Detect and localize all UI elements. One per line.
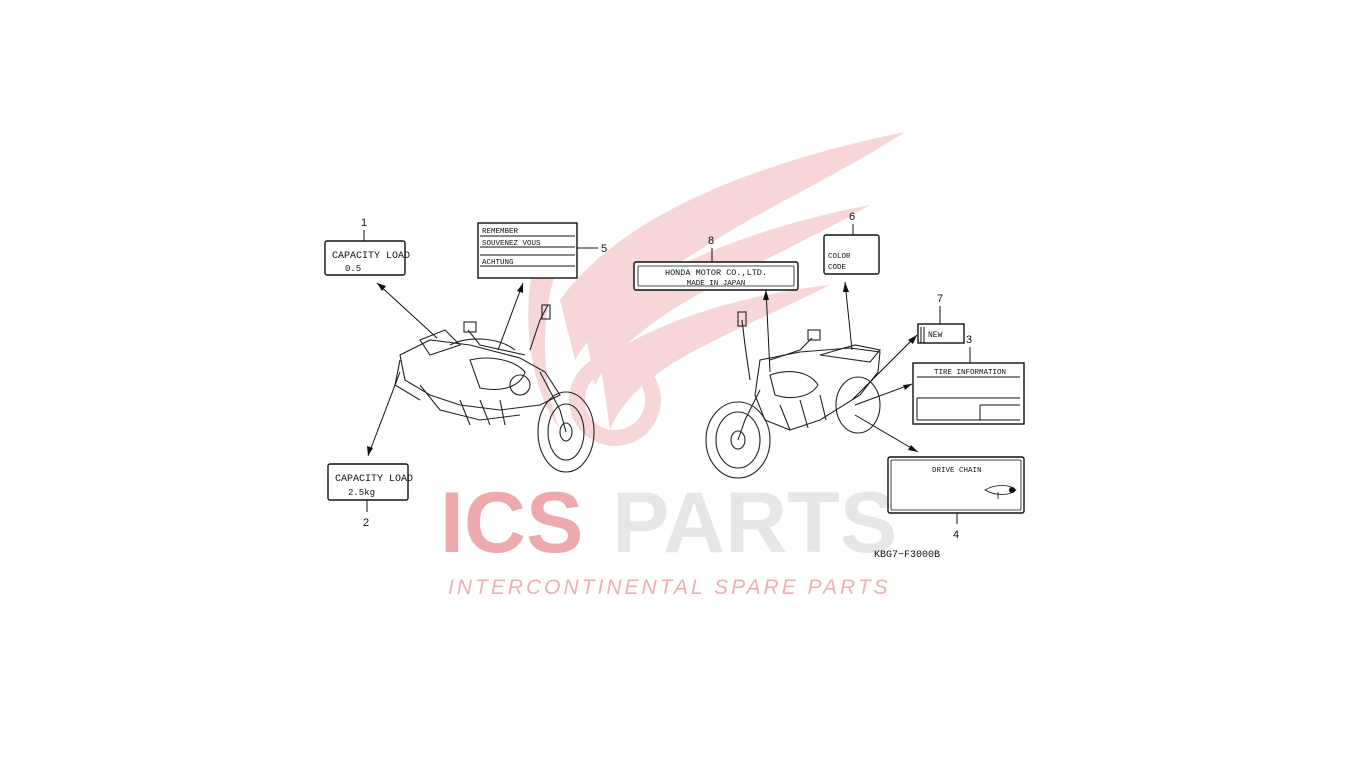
label-line: HONDA MOTOR CO.,LTD. [665, 268, 767, 278]
callout-number: 5 [601, 243, 607, 255]
label-line: ACHTUNG [482, 259, 514, 267]
callout-1[interactable]: 1 CAPACITY LOAD 0.5 [324, 217, 410, 276]
leader-lines [367, 281, 919, 457]
label-line: SOUVENEZ VOUS [482, 240, 541, 248]
motorcycle-front-view [705, 311, 882, 479]
label-line: CAPACITY LOAD [335, 474, 413, 485]
manufacturer-label [633, 261, 799, 291]
callout-2[interactable]: CAPACITY LOAD 2.5kg 2 [327, 463, 413, 529]
leader-2 [367, 371, 401, 457]
label-line: 0.5 [345, 264, 361, 274]
label-line: CODE [828, 264, 847, 272]
callout-5[interactable]: REMEMBER SOUVENEZ VOUS ACHTUNG 5 [477, 222, 607, 279]
callout-number: 4 [953, 529, 959, 541]
diagram-code: KBG7−F3000B [874, 550, 940, 561]
drive-chain-label [887, 456, 1025, 514]
leader-1 [376, 282, 438, 339]
label-line: COLOR [828, 253, 851, 261]
label-line: 2.5kg [348, 488, 375, 498]
label-line: REMEMBER [482, 228, 519, 236]
capacity-load-label [327, 463, 409, 501]
watermark-tagline: INTERCONTINENTAL SPARE PARTS [448, 576, 891, 599]
callout-7[interactable]: 7 NEW [917, 293, 965, 344]
callout-6[interactable]: 6 COLOR CODE [823, 211, 880, 275]
label-line: CAPACITY LOAD [332, 251, 410, 262]
capacity-load-label [324, 240, 406, 276]
leader-7 [851, 334, 918, 401]
label-line: MADE IN JAPAN [687, 280, 746, 288]
warning-label [477, 222, 578, 279]
watermark: ICS PARTS INTERCONTINENTAL SPARE PARTS [440, 132, 905, 599]
leader-5 [497, 282, 524, 351]
label-line: NEW [928, 331, 943, 340]
leader-3 [854, 383, 913, 406]
watermark-brand-left: ICS [440, 475, 583, 571]
label-line: TIRE INFORMATION [934, 369, 1006, 377]
callout-number: 7 [937, 293, 943, 305]
watermark-brand-right: PARTS [612, 475, 897, 571]
leader-4 [854, 414, 919, 453]
callout-number: 6 [849, 211, 855, 223]
leader-6 [844, 281, 853, 351]
tire-information-label [912, 362, 1025, 425]
callout-8[interactable]: 8 HONDA MOTOR CO.,LTD. MADE IN JAPAN [633, 235, 799, 291]
motorcycle-rear-view [394, 304, 595, 473]
callout-number: 2 [363, 517, 369, 529]
callout-number: 8 [708, 235, 714, 247]
callout-number: 1 [361, 217, 367, 229]
callout-3[interactable]: 3 TIRE INFORMATION [912, 334, 1025, 425]
leader-8 [765, 289, 771, 373]
color-code-label [823, 234, 880, 275]
label-line: DRIVE CHAIN [932, 467, 982, 475]
wing-logo-icon [528, 132, 905, 446]
new-label [917, 323, 965, 344]
callout-4[interactable]: DRIVE CHAIN 4 [887, 456, 1025, 541]
chain-adjuster-icon [984, 485, 1017, 499]
callout-number: 3 [966, 334, 972, 346]
